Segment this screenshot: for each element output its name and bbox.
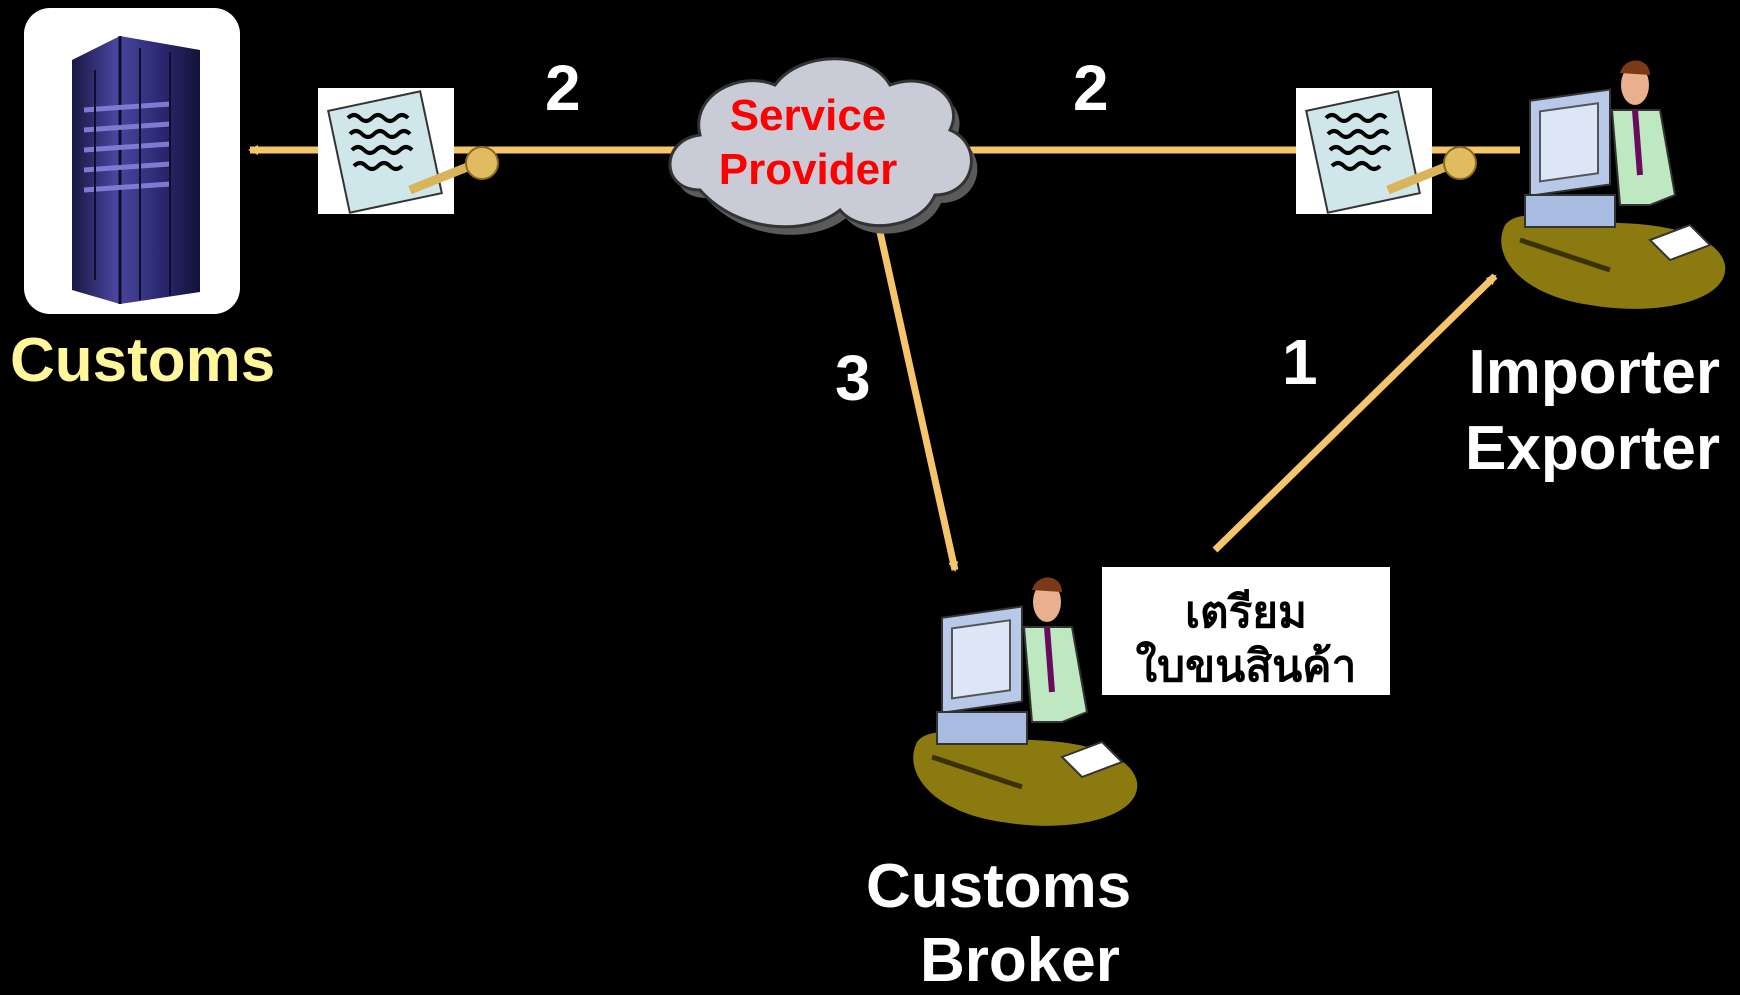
cloud-icon: Service Provider [668,57,978,235]
prepare-declaration-note: เตรียม ใบขนสินค้า [1102,567,1390,695]
exporter-label-line2: Exporter [1465,414,1720,483]
service-provider-line1: Service [730,91,887,140]
importer-label-line1: Importer [1468,338,1720,407]
note-line1: เตรียม [1184,587,1308,638]
person-at-computer-icon [913,577,1138,826]
signed-document-key-icon [318,88,499,214]
person-at-computer-icon [1501,60,1726,309]
customs-broker-label-line2: Broker [920,926,1120,995]
signed-document-key-icon [1296,88,1477,214]
step-2-left: 2 [545,52,581,124]
arrow-broker-to-importer [1212,273,1498,553]
server-icon [24,8,240,314]
note-line2: ใบขนสินค้า [1135,641,1357,692]
service-provider-line2: Provider [719,145,898,194]
step-2-right: 2 [1073,52,1109,124]
step-1: 1 [1282,326,1318,398]
customs-broker-label-line1: Customs [866,852,1132,921]
arrow-provider-to-broker [876,231,959,572]
customs-label: Customs [10,326,276,395]
step-3: 3 [835,342,871,414]
